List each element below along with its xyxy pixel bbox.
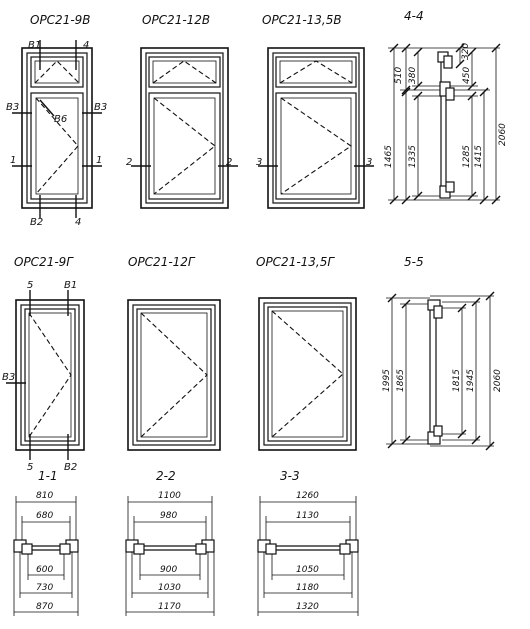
mark-3-right: 3: [366, 157, 372, 168]
window-ors21-13-5v: 3 3: [256, 47, 374, 209]
dim-900: 900: [160, 565, 177, 575]
dim-1335: 1335: [408, 145, 418, 168]
dim-980: 980: [160, 511, 177, 521]
mark-b6: В6: [54, 114, 67, 125]
section-2-2: 1100 980 900 1030 1170: [125, 491, 215, 616]
title-ors21-12g: ОРС21-12Г: [128, 255, 196, 269]
window-ors21-9v: В1 4 В3 В3 В6 1 1 В2 4: [6, 40, 107, 228]
section-4-4: 510 380 320 450 1465 1335 1285 1415 2060: [384, 43, 508, 205]
window-ors21-12g: [127, 299, 221, 451]
dim-380: 380: [408, 67, 418, 84]
dim-1170: 1170: [158, 602, 181, 612]
dim-1815: 1815: [452, 369, 462, 392]
dim-870: 870: [36, 602, 53, 612]
title-section-5-5: 5-5: [404, 255, 424, 269]
mark-2-left: 2: [126, 157, 132, 168]
dim-1995: 1995: [382, 369, 392, 392]
dim-1030: 1030: [158, 583, 181, 593]
title-ors21-9g: ОРС21-9Г: [14, 255, 74, 269]
mark-b1: В1: [28, 40, 41, 51]
dim-1465: 1465: [384, 145, 394, 168]
mark-b1-g: В1: [64, 280, 77, 291]
dim-2060: 2060: [498, 123, 508, 146]
title-section-2-2: 2-2: [156, 469, 176, 483]
section-1-1: 810 680 600 730 870: [13, 491, 79, 616]
mark-b3-g: В3: [2, 372, 15, 383]
window-ors21-13-5g: [258, 297, 357, 451]
dim-810: 810: [36, 491, 53, 501]
title-ors21-13-5v: ОРС21-13,5В: [262, 13, 342, 27]
title-section-1-1: 1-1: [38, 469, 58, 483]
title-ors21-12v: ОРС21-12В: [142, 13, 210, 27]
window-ors21-12v: 2 2: [126, 47, 238, 209]
title-ors21-9v: ОРС21-9В: [30, 13, 91, 27]
mark-2-right: 2: [226, 157, 232, 168]
mark-b2-g: В2: [64, 462, 77, 473]
mark-3-left: 3: [256, 157, 262, 168]
mark-b2: В2: [30, 217, 43, 228]
mark-b3-left: В3: [6, 102, 19, 113]
mark-5-top: 5: [27, 280, 33, 291]
mark-4-top: 4: [83, 40, 89, 51]
dim-1865: 1865: [396, 369, 406, 392]
mark-1-right: 1: [96, 155, 102, 166]
mark-1-left: 1: [10, 155, 16, 166]
dim-1050: 1050: [296, 565, 319, 575]
dim-1320: 1320: [296, 602, 319, 612]
dim-1285: 1285: [462, 145, 472, 168]
dim-510: 510: [394, 67, 404, 84]
dim-1100: 1100: [158, 491, 181, 501]
dim-1180: 1180: [296, 583, 319, 593]
title-ors21-13-5g: ОРС21-13,5Г: [256, 255, 335, 269]
dim-600: 600: [36, 565, 53, 575]
dim-1945: 1945: [466, 369, 476, 392]
dim-730: 730: [36, 583, 53, 593]
dim-1260: 1260: [296, 491, 319, 501]
window-ors21-9g: 5 В1 В3 5 В2: [2, 280, 85, 473]
section-3-3: 1260 1130 1050 1180 1320: [257, 491, 359, 616]
title-section-3-3: 3-3: [280, 469, 300, 483]
dim-450: 450: [462, 67, 472, 84]
section-5-5: 1995 1865 1815 1945 2060: [382, 291, 503, 451]
mark-b3-right: В3: [94, 102, 107, 113]
dim-320: 320: [461, 43, 471, 60]
dim-2060-55: 2060: [493, 369, 503, 392]
dim-1415: 1415: [474, 145, 484, 168]
dim-1130: 1130: [296, 511, 319, 521]
mark-5-bottom: 5: [27, 462, 33, 473]
dim-680: 680: [36, 511, 53, 521]
title-section-4-4: 4-4: [404, 9, 424, 23]
mark-4-bottom: 4: [75, 217, 81, 228]
